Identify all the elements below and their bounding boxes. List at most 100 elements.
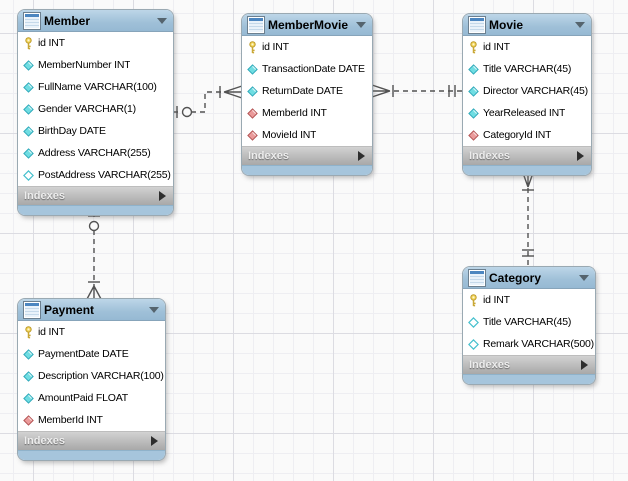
table-footer [18, 450, 165, 460]
column-row[interactable]: Gender VARCHAR(1) [18, 98, 173, 120]
column-row[interactable]: MemberId INT [18, 409, 165, 431]
column-row[interactable]: Address VARCHAR(255) [18, 142, 173, 164]
column-row[interactable]: id INT [242, 36, 372, 58]
foreign-key-icon [247, 107, 258, 119]
table-title: Payment [44, 302, 95, 317]
expand-arrow-icon[interactable] [577, 151, 584, 161]
column-row[interactable]: ReturnDate DATE [242, 80, 372, 102]
indexes-label: Indexes [469, 359, 510, 371]
table-icon [25, 13, 39, 28]
collapse-arrow-icon[interactable] [579, 274, 589, 281]
column-notnull-icon [23, 370, 34, 382]
column-row[interactable]: BirthDay DATE [18, 120, 173, 142]
column-label: id INT [483, 41, 510, 53]
indexes-label: Indexes [24, 435, 65, 447]
indexes-label: Indexes [24, 190, 65, 202]
indexes-section[interactable]: Indexes [463, 146, 591, 165]
column-label: Description VARCHAR(100) [38, 370, 164, 382]
table-icon [470, 17, 484, 32]
expand-arrow-icon[interactable] [581, 360, 588, 370]
column-label: AmountPaid FLOAT [38, 392, 128, 404]
column-label: ReturnDate DATE [262, 85, 343, 97]
column-row[interactable]: AmountPaid FLOAT [18, 387, 165, 409]
relationship-member-membermovie[interactable] [173, 85, 243, 118]
collapse-arrow-icon[interactable] [149, 306, 159, 313]
table-footer [463, 165, 591, 175]
table-footer [18, 205, 173, 215]
collapse-arrow-icon[interactable] [356, 21, 366, 28]
column-label: MemberNumber INT [38, 59, 131, 71]
column-notnull-icon [247, 63, 258, 75]
column-notnull-icon [23, 125, 34, 137]
table-header[interactable]: Movie [463, 14, 591, 36]
crow-foot-many [522, 172, 534, 188]
column-label: FullName VARCHAR(100) [38, 81, 157, 93]
collapse-arrow-icon[interactable] [575, 21, 585, 28]
column-row[interactable]: PostAddress VARCHAR(255) [18, 164, 173, 186]
column-row[interactable]: FullName VARCHAR(100) [18, 76, 173, 98]
column-row[interactable]: Director VARCHAR(45) [463, 80, 591, 102]
indexes-section[interactable]: Indexes [463, 355, 595, 374]
column-nullable-icon [468, 316, 479, 328]
table-header[interactable]: Payment [18, 299, 165, 321]
column-label: Title VARCHAR(45) [483, 63, 572, 75]
column-row[interactable]: MovieId INT [242, 124, 372, 146]
crow-foot-many [371, 84, 391, 98]
table-icon [470, 270, 484, 285]
column-row[interactable]: YearReleased INT [463, 102, 591, 124]
indexes-label: Indexes [248, 150, 289, 162]
expand-arrow-icon[interactable] [151, 436, 158, 446]
expand-arrow-icon[interactable] [358, 151, 365, 161]
column-label: YearReleased INT [483, 107, 566, 119]
relationship-membermovie-movie[interactable] [371, 84, 463, 98]
table-member[interactable]: Member id INT MemberNumber INT FullName VA… [18, 10, 173, 215]
column-notnull-icon [468, 107, 479, 119]
table-header[interactable]: MemberMovie [242, 14, 372, 36]
foreign-key-icon [468, 129, 479, 141]
column-label: Gender VARCHAR(1) [38, 103, 136, 115]
table-movie[interactable]: Movie id INT Title VARCHAR(45) Director VA… [463, 14, 591, 175]
column-row[interactable]: CategoryId INT [463, 124, 591, 146]
column-row[interactable]: MemberNumber INT [18, 54, 173, 76]
column-label: TransactionDate DATE [262, 63, 365, 75]
primary-key-icon [247, 40, 258, 54]
column-row[interactable]: TransactionDate DATE [242, 58, 372, 80]
column-row[interactable]: Remark VARCHAR(500) [463, 333, 595, 355]
table-header[interactable]: Member [18, 10, 173, 32]
table-title: Movie [489, 17, 524, 32]
cardinality-zero-circle [181, 106, 193, 118]
column-notnull-icon [23, 81, 34, 93]
table-footer [242, 165, 372, 175]
column-row[interactable]: MemberId INT [242, 102, 372, 124]
table-icon [249, 17, 263, 32]
column-label: CategoryId INT [483, 129, 552, 141]
cardinality-zero-circle [88, 220, 100, 232]
relationship-member-payment[interactable] [86, 212, 102, 300]
column-row[interactable]: id INT [18, 32, 173, 54]
table-columns: id INT MemberNumber INT FullName VARCHAR(1… [18, 32, 173, 186]
table-membermovie[interactable]: MemberMovie id INT TransactionDate DATE Re… [242, 14, 372, 175]
primary-key-icon [23, 36, 34, 50]
indexes-section[interactable]: Indexes [18, 431, 165, 450]
column-label: MovieId INT [262, 129, 317, 141]
indexes-section[interactable]: Indexes [18, 186, 173, 205]
column-row[interactable]: id INT [463, 36, 591, 58]
relationship-movie-category[interactable] [522, 172, 534, 267]
column-row[interactable]: PaymentDate DATE [18, 343, 165, 365]
column-row[interactable]: Description VARCHAR(100) [18, 365, 165, 387]
column-row[interactable]: id INT [18, 321, 165, 343]
column-row[interactable]: Title VARCHAR(45) [463, 311, 595, 333]
primary-key-icon [468, 293, 479, 307]
column-row[interactable]: Title VARCHAR(45) [463, 58, 591, 80]
indexes-section[interactable]: Indexes [242, 146, 372, 165]
table-header[interactable]: Category [463, 267, 595, 289]
expand-arrow-icon[interactable] [159, 191, 166, 201]
table-title: Category [489, 270, 542, 285]
column-row[interactable]: id INT [463, 289, 595, 311]
collapse-arrow-icon[interactable] [157, 17, 167, 24]
